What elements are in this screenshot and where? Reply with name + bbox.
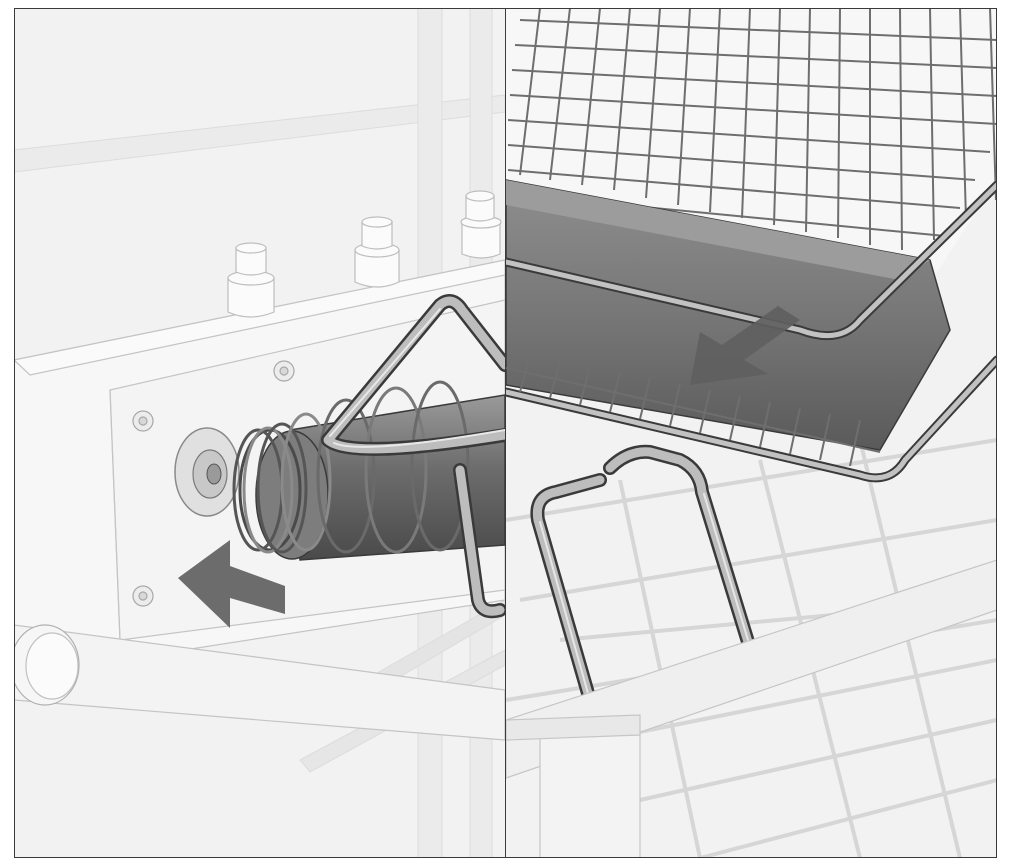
panel-borders <box>14 8 997 858</box>
left-panel <box>14 8 505 858</box>
front-bar <box>14 624 505 741</box>
coil-spring <box>232 380 470 554</box>
push-direction-arrow-right <box>690 306 800 385</box>
right-panel <box>506 8 997 858</box>
basket-rim <box>506 180 997 483</box>
nozzle-stubs <box>227 190 502 318</box>
wire-handle <box>321 294 505 619</box>
screw-heads <box>132 360 295 607</box>
u-wire-holder <box>530 444 763 735</box>
manifold-block <box>14 259 505 661</box>
lower-mesh <box>506 354 881 467</box>
front-rack-bar <box>506 559 997 858</box>
coupling-washer <box>174 427 240 517</box>
push-direction-arrow-left <box>178 540 285 628</box>
background-rack <box>506 438 997 858</box>
